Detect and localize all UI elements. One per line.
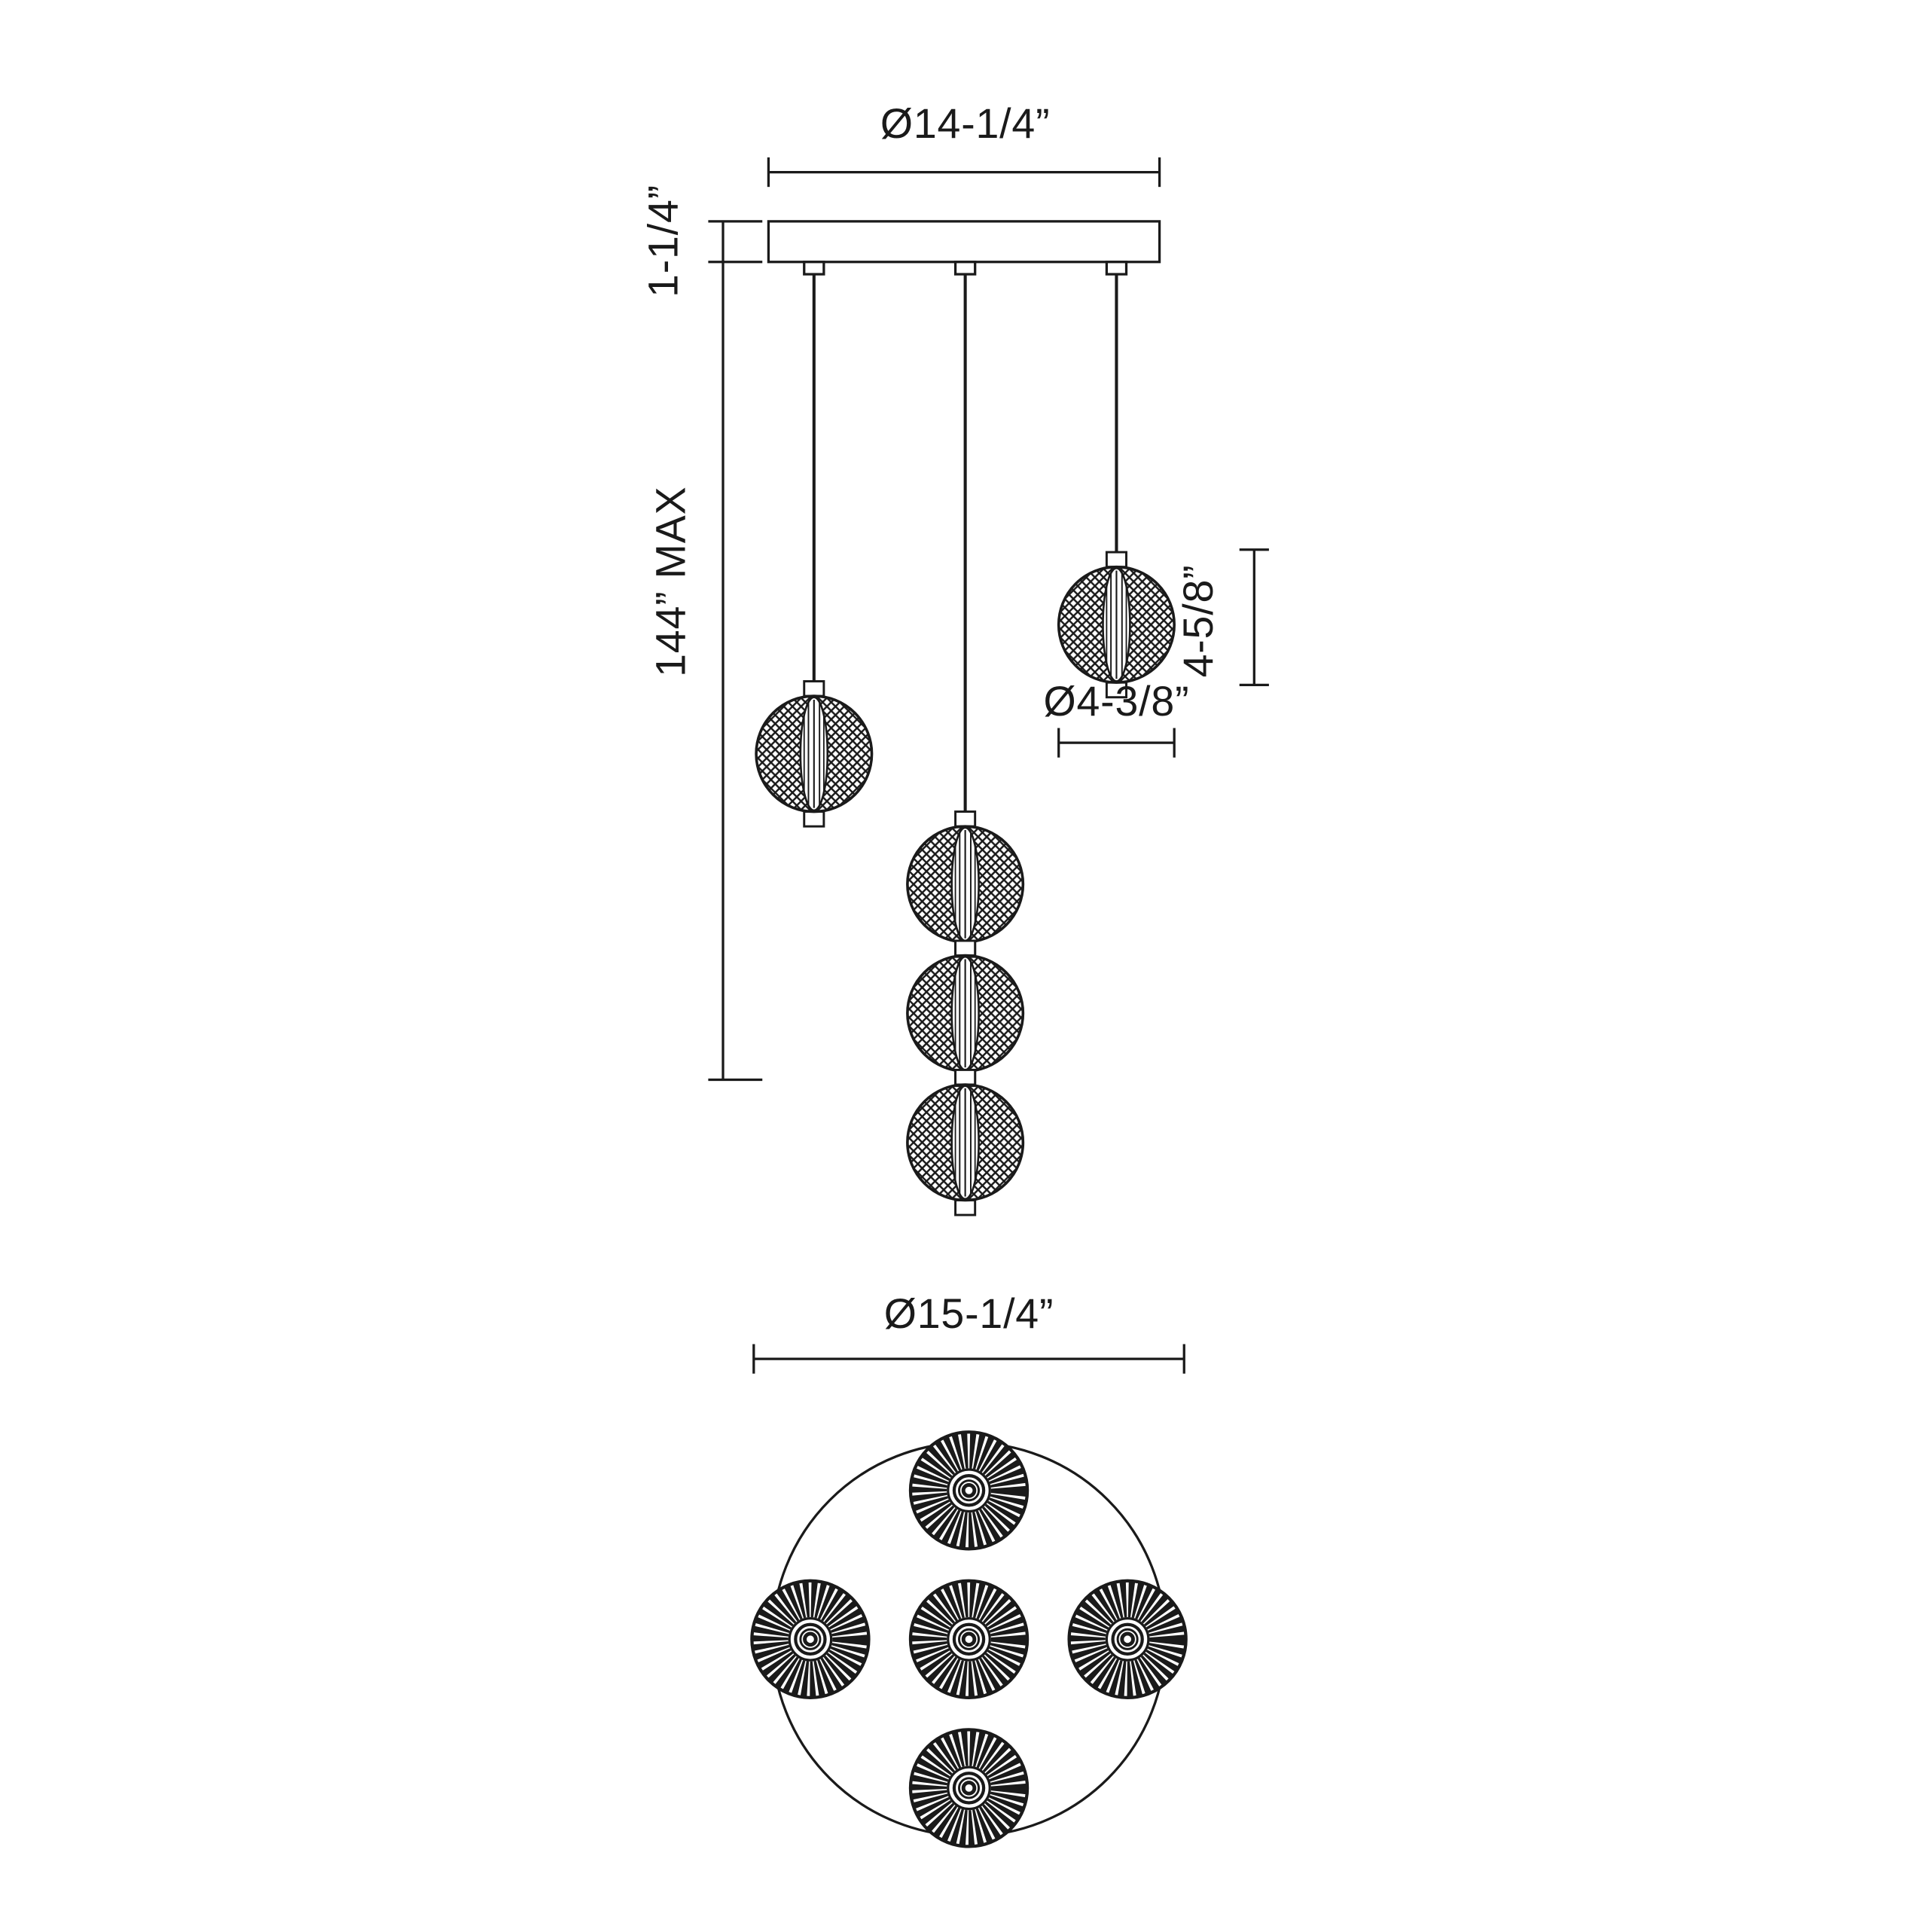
canopy-bar [767, 220, 1161, 264]
pendant-globe [1057, 551, 1176, 699]
plan-view: Ø15-1/4” [752, 1290, 1187, 1847]
max-height-dimension: 144” MAX [647, 261, 763, 1082]
cord-connector [953, 261, 977, 276]
dim-label-plan-diameter: Ø15-1/4” [884, 1290, 1054, 1337]
cord-connector [803, 261, 825, 276]
globe-height-dimension: 4-5/8” [1175, 548, 1269, 687]
elevation-view: Ø14-1/4” 1-1/4” 144” MAX [640, 100, 1269, 1216]
dim-label-max-height: 144” MAX [647, 487, 694, 677]
cord-connector [1105, 261, 1128, 276]
dim-label-canopy-height: 1-1/4” [640, 185, 687, 298]
plan-diameter-dimension: Ø15-1/4” [752, 1290, 1185, 1374]
globe-diameter-dimension: Ø4-3/8” [1044, 678, 1190, 758]
pendant-globe [755, 679, 874, 828]
pendant-globe-plan [910, 1431, 1028, 1549]
pendant-globe [906, 1068, 1025, 1216]
dim-label-canopy-width: Ø14-1/4” [880, 100, 1051, 147]
pendant-globe [906, 810, 1025, 959]
pendant-globe-plan [1069, 1580, 1187, 1699]
pendant-globe-plan [910, 1580, 1028, 1699]
canopy-width-dimension: Ø14-1/4” [767, 100, 1161, 188]
pendant-globe-plan [910, 1729, 1028, 1848]
dim-label-globe-height: 4-5/8” [1175, 565, 1222, 678]
dim-label-globe-diameter: Ø4-3/8” [1044, 678, 1190, 725]
pendant-globe-plan [752, 1580, 870, 1699]
pendant-globe [906, 939, 1025, 1088]
canopy-height-dimension: 1-1/4” [640, 185, 763, 298]
